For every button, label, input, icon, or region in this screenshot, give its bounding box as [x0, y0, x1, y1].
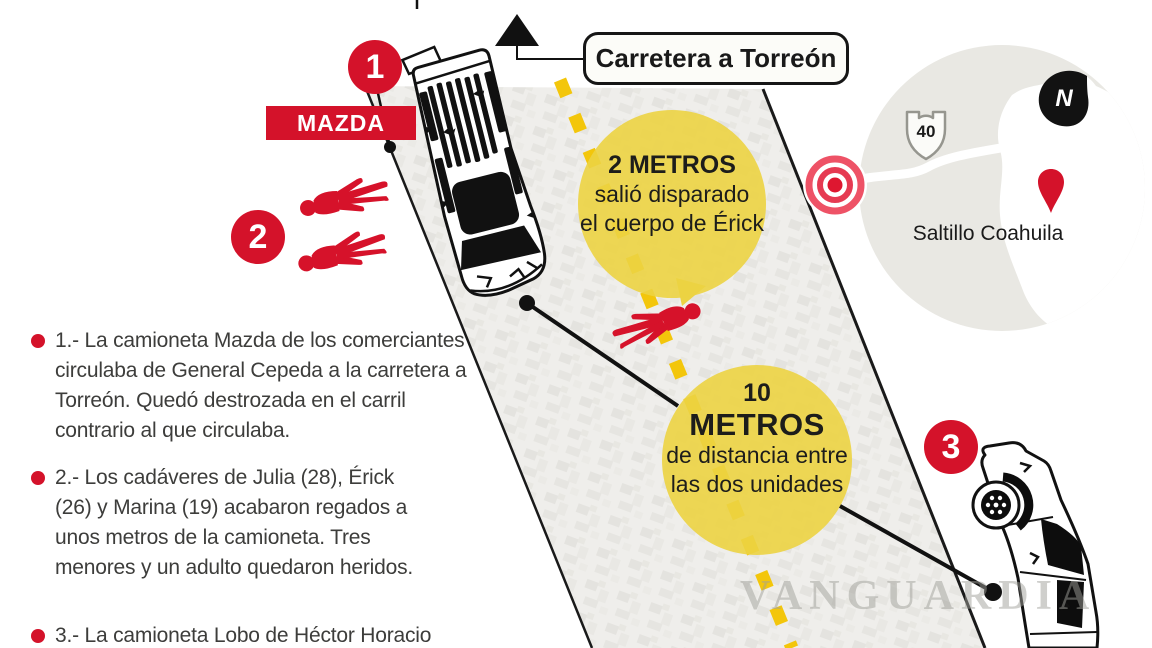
mazda-cab-roof [452, 171, 520, 235]
compass-letter: N [1045, 85, 1083, 113]
vehicle-plate-label: MAZDA [296, 109, 386, 136]
watermark: VANGUARDIA [740, 572, 1096, 620]
map-road-line [859, 141, 1017, 188]
callout-2m-text: 2 METROS salió disparado el cuerpo de Ér… [562, 150, 782, 238]
victim-silhouette-2 [294, 224, 391, 281]
marker-3-number: 3 [941, 427, 961, 466]
note-3-text: 3.- La camioneta Lobo de Héctor Horacio [55, 624, 432, 647]
map-place-name: Saltillo Coahuila [912, 222, 1064, 245]
city-silhouette [997, 71, 1145, 330]
callout-circles [578, 110, 852, 555]
lobo-windshield [1041, 519, 1084, 575]
watermark-text: VANGUARDIA [740, 573, 1097, 619]
vehicle-plate-mazda: MAZDA [266, 106, 416, 140]
note-3: 3.- La camioneta Lobo de Héctor Horacio [31, 621, 483, 648]
compass-letter-label: N [1055, 85, 1073, 112]
marker-3: 3 [924, 420, 978, 474]
road-destination-label: Carretera a Torreón [595, 43, 837, 73]
lobo-detached-wheel [971, 480, 1021, 530]
callout-2m-circle [578, 110, 766, 298]
highway-number-label: 40 [916, 122, 936, 141]
lobo-fender [1002, 472, 1034, 531]
anchor-dot-mazda [384, 141, 396, 153]
anchor-dot-mazda-front [519, 295, 535, 311]
lobo-side-window [1057, 580, 1084, 628]
note-2: 2.- Los cadáveres de Julia (28), Érick (… [31, 463, 431, 583]
road-right-edge [761, 88, 987, 648]
callout-2m-line1: salió disparado [594, 181, 750, 207]
callout-10m-value: 10 [743, 379, 771, 407]
leader-line-mazda-10m [525, 301, 680, 408]
callout-2m-title: 2 METROS [608, 151, 736, 179]
road-destination-sign: Carretera a Torreón [583, 32, 849, 85]
lobo-truck-illustration [971, 441, 1100, 648]
marker-2-number: 2 [248, 217, 268, 256]
map-place-label: Saltillo Coahuila [888, 222, 1088, 246]
callout-10m-text: 10 METROS de distancia entre las dos uni… [647, 378, 867, 499]
location-pin-icon [1038, 169, 1064, 213]
mazda-truck-illustration [400, 45, 547, 297]
callout-2m-line2: el cuerpo de Érick [579, 210, 765, 236]
bullet-icon [31, 334, 45, 348]
bullet-icon [31, 471, 45, 485]
road-center-dashes [553, 77, 799, 648]
callout-10m-circle [662, 365, 852, 555]
bullet-icon [31, 629, 45, 643]
road-left-edge [363, 85, 594, 648]
victim-silhouette-1 [296, 172, 393, 225]
note-1-text: 1.- La camioneta Mazda de los comerciant… [55, 329, 467, 442]
marker-1-number: 1 [365, 47, 385, 86]
map-inset [859, 45, 1145, 331]
highway-number: 40 [906, 122, 946, 142]
callout-10m-line2: las dos unidades [670, 471, 844, 497]
marker-2: 2 [231, 210, 285, 264]
bullseye-icon [803, 153, 867, 217]
callout-10m-unit: METROS [689, 407, 825, 442]
mazda-windshield [460, 225, 542, 271]
leader-line-10m-lobo [839, 504, 994, 594]
direction-arrow-icon [495, 14, 583, 60]
compass-icon [1038, 70, 1089, 127]
callout-10m-line1: de distancia entre [666, 442, 848, 468]
marker-1: 1 [348, 40, 402, 94]
highway-shield-icon [905, 110, 947, 161]
note-2-text: 2.- Los cadáveres de Julia (28), Érick (… [55, 466, 414, 579]
note-1: 1.- La camioneta Mazda de los comerciant… [31, 326, 483, 446]
anchor-dot-lobo [984, 583, 1002, 601]
